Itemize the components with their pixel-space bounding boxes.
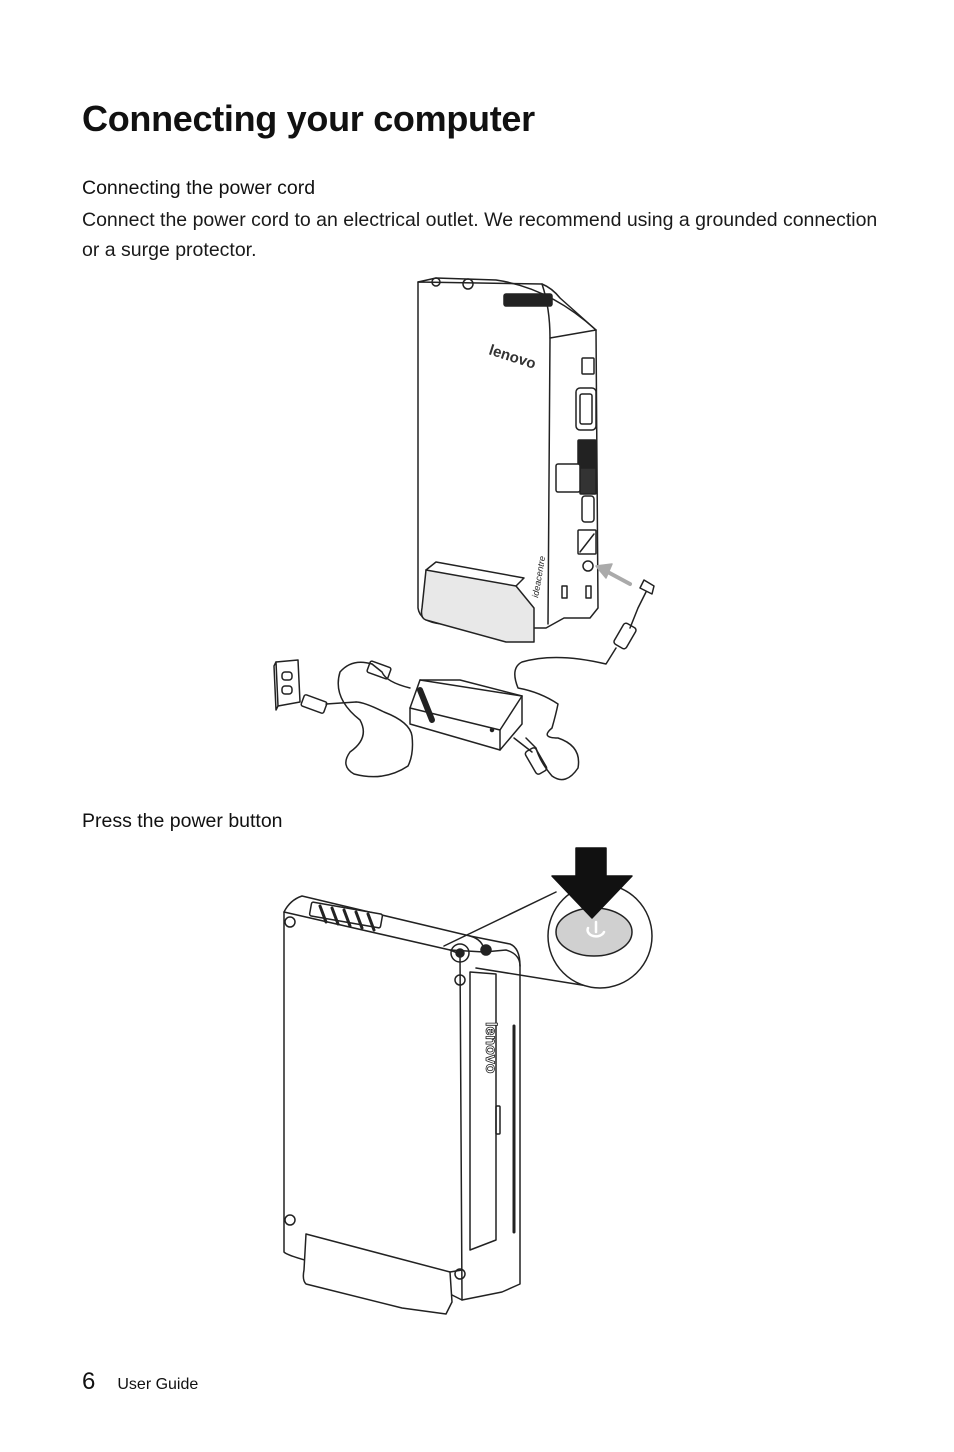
wall-outlet: [273, 659, 301, 711]
page-title: Connecting your computer: [82, 98, 535, 139]
section-heading-power-cord: Connecting the power cord: [82, 177, 316, 199]
mini-pc-body: [283, 895, 521, 1301]
rear-ports: [555, 357, 597, 599]
power-icon: [586, 920, 606, 938]
power-button-illustration: lenovo: [283, 847, 653, 1315]
power-adapter: [409, 679, 523, 751]
power-cord-instructions: Connect the power cord to an electrical …: [82, 209, 878, 261]
power-cord-illustration: lenovo ideacentre: [273, 277, 655, 781]
pc-stand: [302, 1233, 453, 1315]
zoom-callout-lines: [443, 891, 589, 987]
page-footer: 6 User Guide: [82, 1368, 198, 1396]
footer-label: User Guide: [117, 1376, 199, 1393]
page-number: 6: [82, 1368, 96, 1395]
press-arrow: [551, 847, 633, 919]
section-heading-power-button: Press the power button: [82, 810, 283, 832]
lenovo-logo: lenovo: [482, 1022, 499, 1074]
pc-stand: [420, 569, 535, 643]
